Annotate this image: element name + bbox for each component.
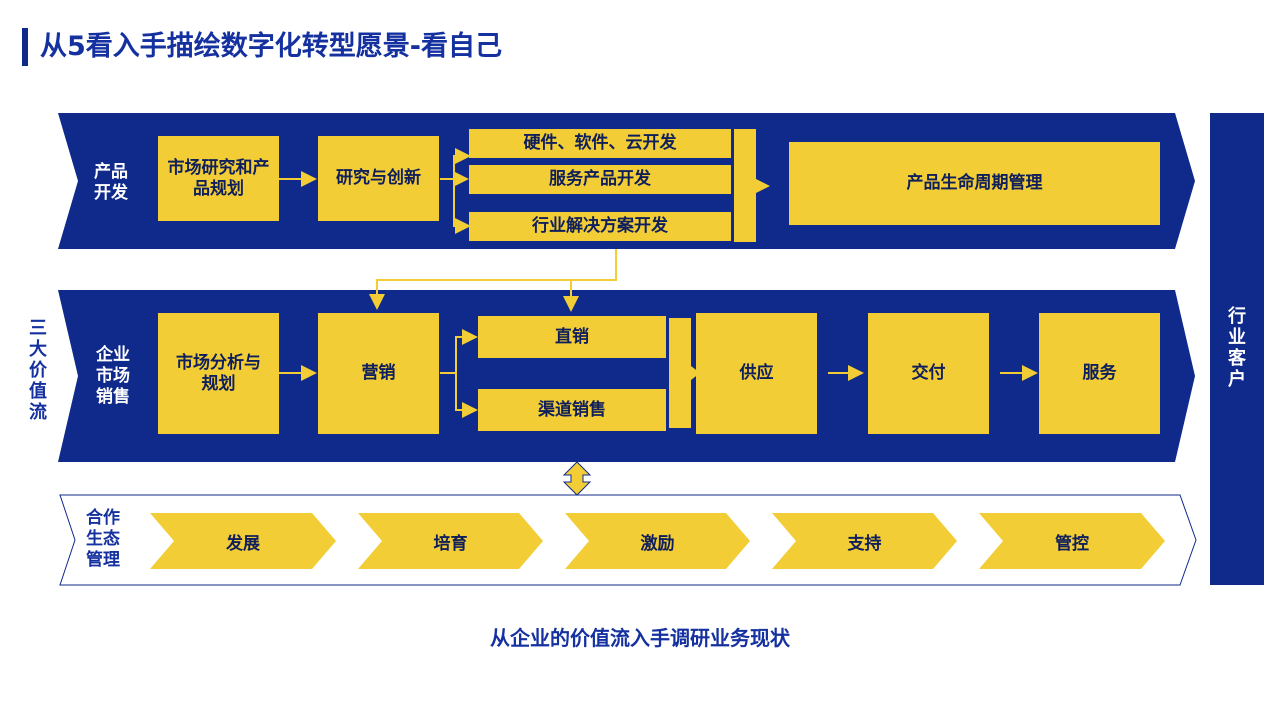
- row2-label: 企业 市场 销售: [96, 345, 130, 407]
- double-arrow-icon: [562, 461, 592, 496]
- chevron-label-cultivate: 培育: [433, 533, 468, 554]
- channel-sales-box: 渠道销售: [478, 389, 666, 431]
- footer-caption: 从企业的价值流入手调研业务现状: [490, 626, 790, 650]
- chevron-label-support: 支持: [847, 533, 882, 554]
- chevron-5: [979, 513, 1165, 569]
- market-research-box: 市场研究和产品规划: [158, 136, 279, 221]
- service-box: 服务: [1039, 313, 1160, 434]
- service-product-box: 服务产品开发: [469, 165, 731, 194]
- plm-box: 产品生命周期管理: [789, 142, 1160, 225]
- chevron-label-control: 管控: [1055, 533, 1089, 554]
- value-streams-label: 三大价值流: [29, 318, 47, 423]
- title-accent-bar: [22, 28, 28, 66]
- direct-sales-box: 直销: [478, 316, 666, 358]
- chevron-4: [772, 513, 957, 569]
- chevron-1: [150, 513, 336, 569]
- page-title: 从5看入手描绘数字化转型愿景-看自己: [40, 31, 502, 62]
- chevron-2: [358, 513, 543, 569]
- industry-customers-label: 行业客户: [1228, 306, 1246, 390]
- right-panel: [1210, 113, 1264, 585]
- marketing-box: 营销: [318, 313, 439, 434]
- chevron-label-develop: 发展: [226, 533, 260, 554]
- row1-label: 产品 开发: [94, 162, 128, 203]
- chevron-3: [565, 513, 750, 569]
- supply-box: 供应: [696, 313, 817, 434]
- chevron-label-incentive: 激励: [640, 533, 675, 554]
- hw-sw-cloud-box: 硬件、软件、云开发: [469, 129, 731, 158]
- research-innovation-box: 研究与创新: [318, 136, 439, 221]
- market-analysis-box: 市场分析与规划: [158, 313, 279, 434]
- delivery-box: 交付: [868, 313, 989, 434]
- row3-label: 合作 生态 管理: [86, 508, 120, 570]
- industry-solution-box: 行业解决方案开发: [469, 212, 731, 241]
